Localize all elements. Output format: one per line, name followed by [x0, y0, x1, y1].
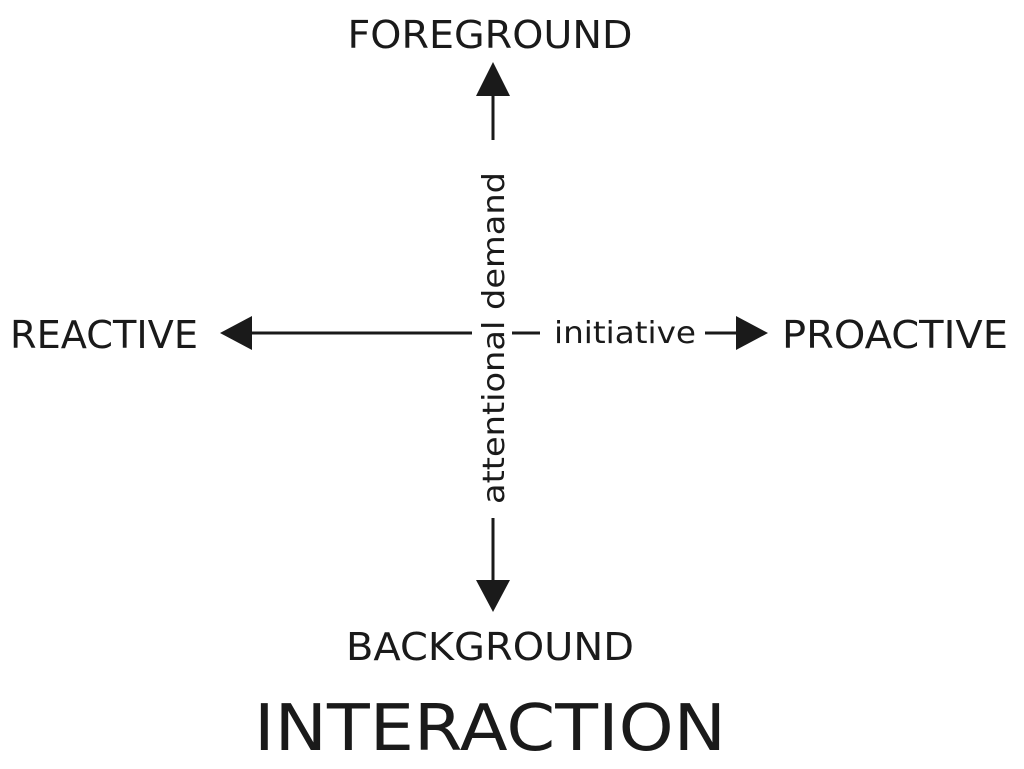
top-pole-label: FOREGROUND	[348, 13, 633, 57]
left-arrow-icon	[220, 316, 252, 350]
vertical-axis-label: attentional demand	[477, 172, 512, 504]
right-pole-label: PROACTIVE	[782, 313, 1008, 357]
down-arrow-icon	[476, 580, 510, 612]
diagram-title: INTERACTION	[254, 692, 726, 766]
left-pole-label: REACTIVE	[10, 313, 198, 357]
right-arrow-icon	[736, 316, 768, 350]
up-arrow-icon	[476, 62, 510, 96]
bottom-pole-label: BACKGROUND	[346, 625, 634, 669]
horizontal-axis-label: initiative	[554, 316, 696, 351]
